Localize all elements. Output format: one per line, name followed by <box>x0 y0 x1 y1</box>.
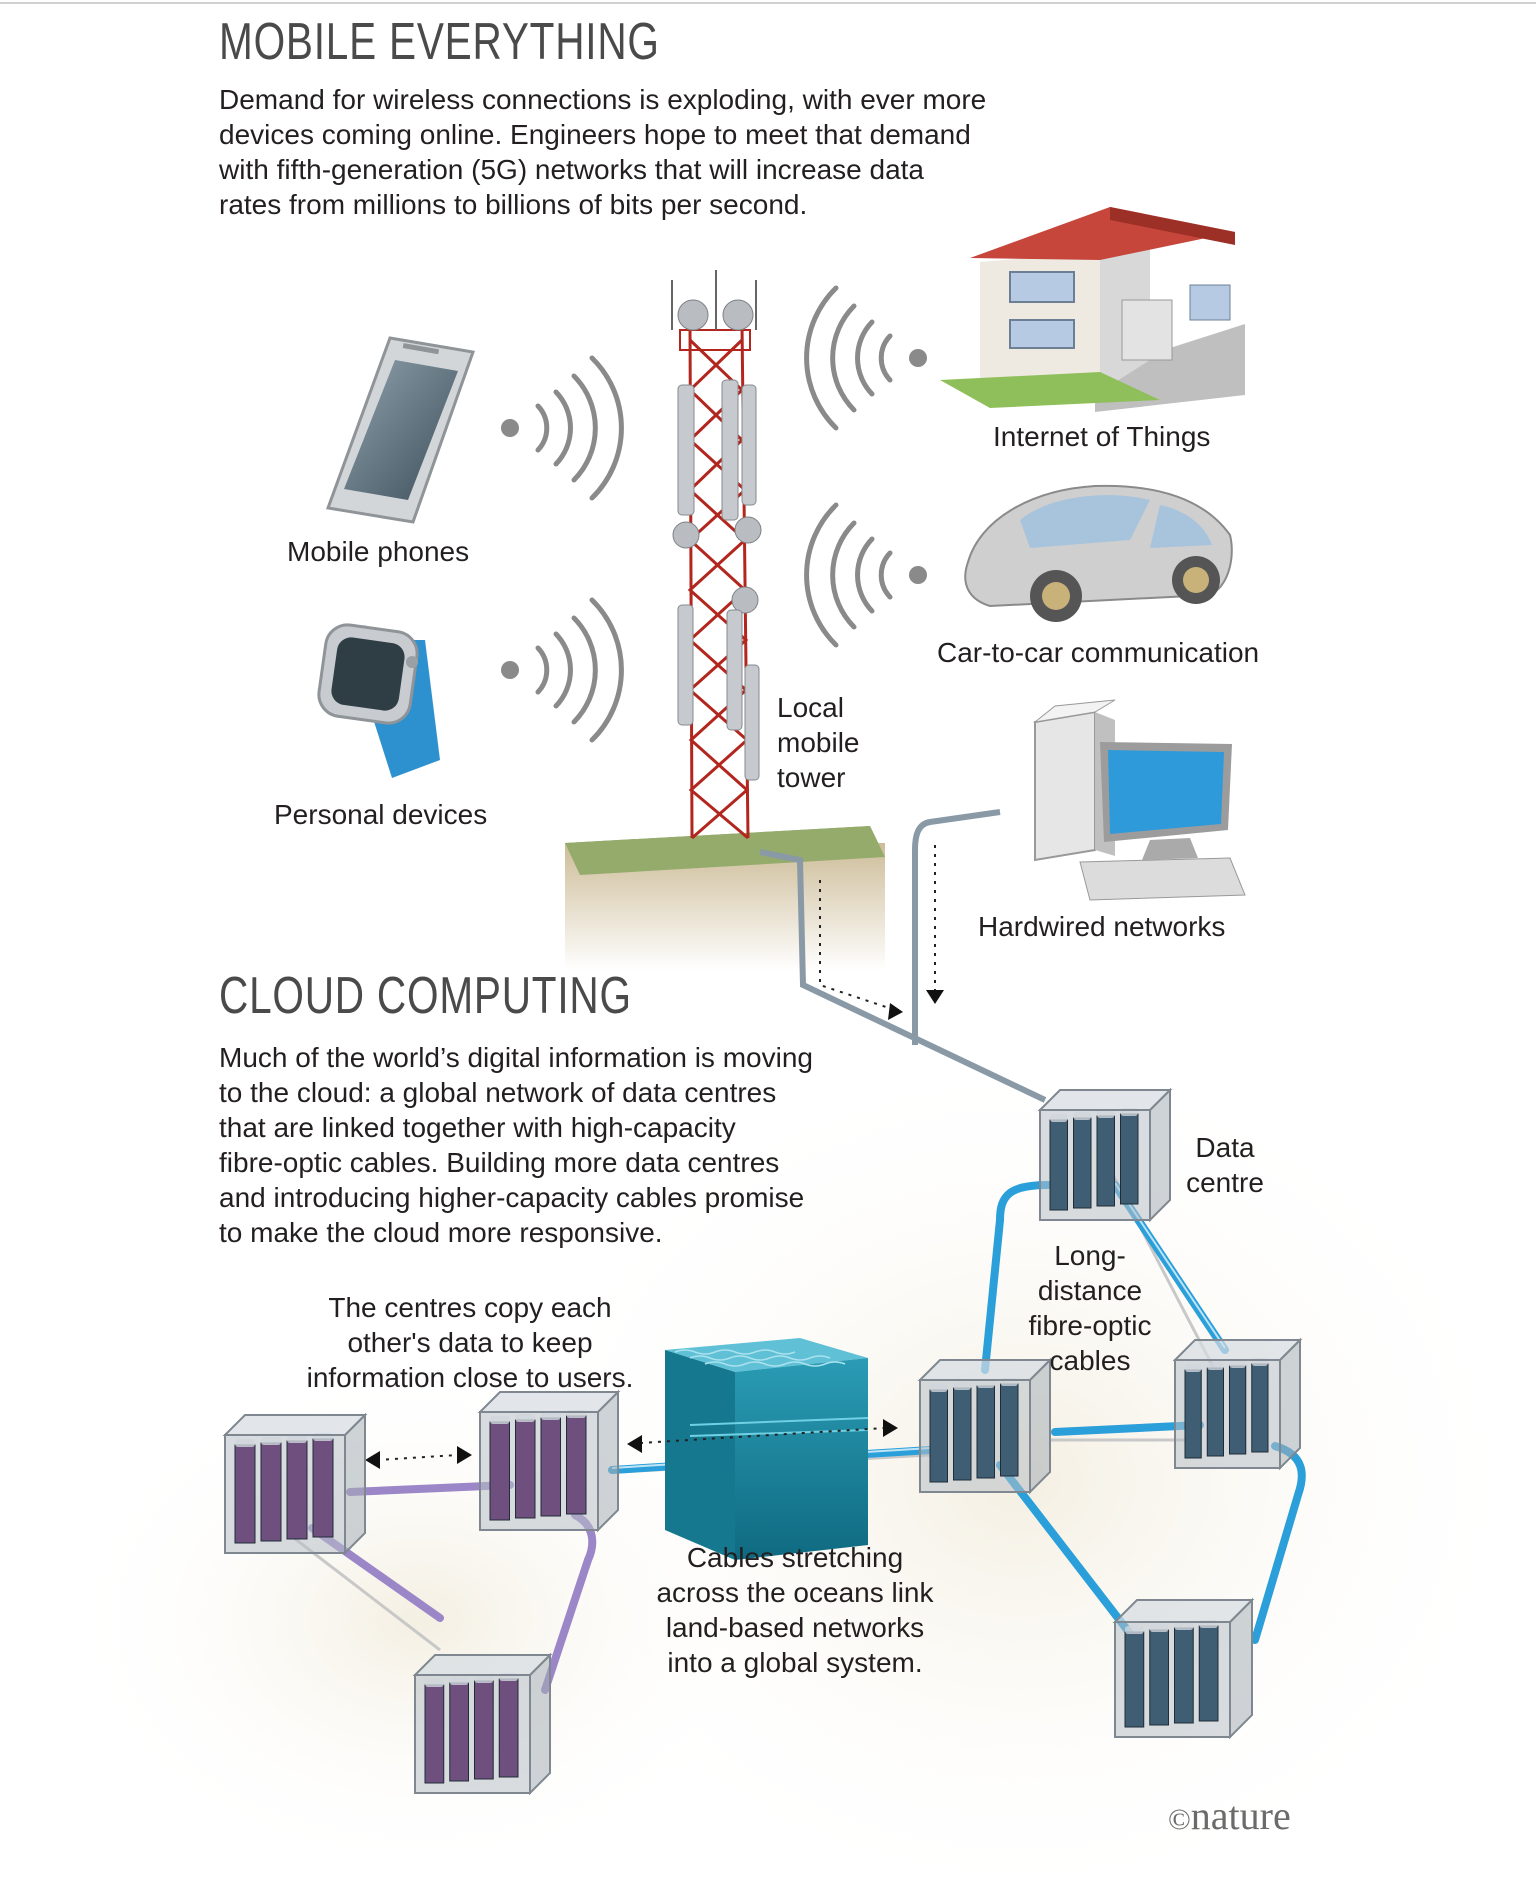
data-centre-icon <box>1112 1597 1255 1740</box>
mobile-intro: Demand for wireless connections is explo… <box>219 82 986 222</box>
label-mobile-phones: Mobile phones <box>287 536 470 567</box>
label-centres-copy-line: The centres copy each <box>328 1292 612 1323</box>
label-centres-copy-line: information close to users. <box>306 1362 634 1393</box>
data-centre-icon <box>222 1412 368 1556</box>
house-icon <box>940 207 1245 412</box>
label-centres-copy-line: other's data to keep <box>347 1327 593 1358</box>
label-ocean-cables-line: across the oceans link <box>656 1577 934 1608</box>
nature-wordmark: nature <box>1190 1793 1291 1838</box>
label-internet-of-things: Internet of Things <box>993 421 1211 452</box>
label-long-distance-line: fibre-optic <box>1028 1310 1152 1341</box>
label-personal-devices: Personal devices <box>274 799 488 830</box>
label-hardwired-networks: Hardwired networks <box>978 911 1226 942</box>
data-centre-icon <box>1037 1087 1173 1223</box>
label-ocean-cables-line: land-based networks <box>665 1612 925 1643</box>
copyright-symbol: © <box>1168 1803 1191 1836</box>
mobile-intro-line: rates from millions to billions of bits … <box>219 189 808 220</box>
wireless-signal-icon <box>804 502 927 648</box>
phone-icon <box>325 336 476 524</box>
label-tower-line: mobile <box>777 727 860 758</box>
ocean-double-arrow <box>627 1419 898 1453</box>
label-car-to-car: Car-to-car communication <box>937 637 1260 668</box>
data-centre-servers-purple <box>222 1389 621 1796</box>
label-data-centre: Data centre <box>1170 1130 1280 1200</box>
label-data-centre-line: centre <box>1186 1167 1264 1198</box>
label-ocean-cables: Cables stretching across the oceans link… <box>630 1540 960 1680</box>
computer-icon <box>1033 699 1246 901</box>
wireless-signal-icon <box>501 597 624 743</box>
cloud-intro: Much of the world’s digital information … <box>219 1040 813 1250</box>
ground-block <box>565 826 885 971</box>
cloud-section-title: CLOUD COMPUTING <box>219 967 632 1025</box>
wireless-signal-icon <box>501 355 624 501</box>
data-centre-icon <box>412 1652 553 1796</box>
label-centres-copy: The centres copy each other's data to ke… <box>270 1290 670 1395</box>
label-long-distance-line: Long- <box>1054 1240 1126 1271</box>
data-centre-icon <box>917 1357 1053 1495</box>
label-ocean-cables-line: Cables stretching <box>686 1542 904 1573</box>
label-long-distance-cables: Long- distance fibre-optic cables <box>1010 1238 1170 1378</box>
data-centre-icon <box>477 1389 621 1533</box>
car-icon <box>964 484 1233 622</box>
nature-logo: ©nature <box>1168 1792 1291 1839</box>
cloud-intro-line: to make the cloud more responsive. <box>219 1217 663 1248</box>
mobile-intro-line: devices coming online. Engineers hope to… <box>219 119 971 150</box>
mobile-intro-line: with fifth-generation (5G) networks that… <box>219 154 924 185</box>
cloud-intro-line: to the cloud: a global network of data c… <box>219 1077 777 1108</box>
uplink-cables <box>759 809 1047 1103</box>
label-long-distance-line: distance <box>1037 1275 1143 1306</box>
label-long-distance-line: cables <box>1049 1345 1131 1376</box>
label-data-centre-line: Data <box>1195 1132 1255 1163</box>
mobile-section-title: MOBILE EVERYTHING <box>219 13 660 71</box>
ocean-block <box>665 1338 869 1560</box>
mobile-intro-line: Demand for wireless connections is explo… <box>219 84 987 115</box>
cloud-intro-line: Much of the world’s digital information … <box>219 1042 813 1073</box>
copy-double-arrow <box>365 1446 472 1469</box>
label-tower-line: tower <box>777 762 846 793</box>
mobile-tower-illustration <box>671 270 762 840</box>
label-tower: Local mobile tower <box>777 690 859 795</box>
label-ocean-cables-line: into a global system. <box>667 1647 923 1678</box>
data-centre-servers-blue <box>917 1087 1303 1740</box>
wireless-signal-icon <box>804 285 927 431</box>
label-tower-line: Local <box>777 692 844 723</box>
cloud-intro-line: that are linked together with high-capac… <box>219 1112 736 1143</box>
cloud-intro-line: and introducing higher-capacity cables p… <box>219 1182 805 1213</box>
smartwatch-icon <box>317 623 440 778</box>
cloud-intro-line: fibre-optic cables. Building more data c… <box>219 1147 780 1178</box>
data-centre-icon <box>1172 1337 1303 1471</box>
